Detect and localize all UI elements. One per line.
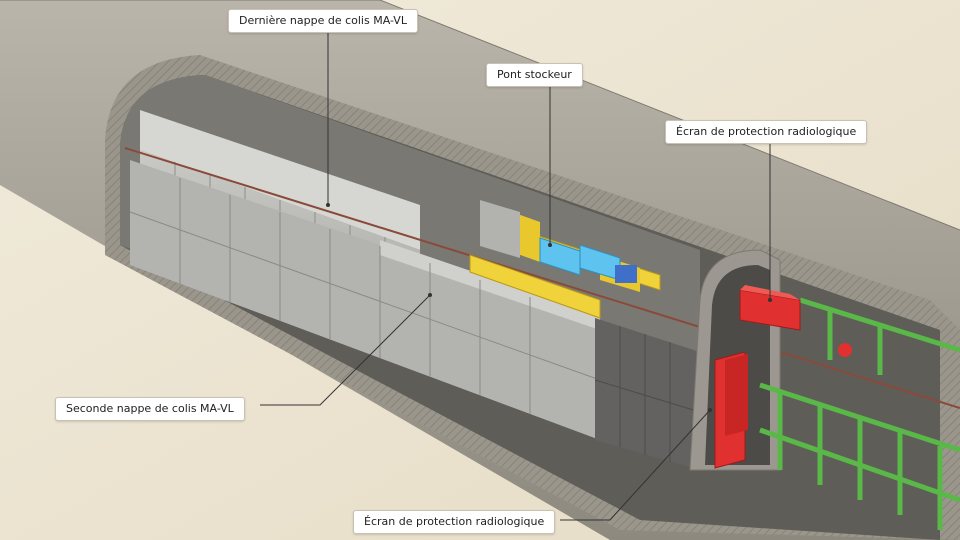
green-frame	[759, 297, 960, 530]
label-radiation-shield-top: Écran de protection radiologique	[665, 120, 868, 144]
label-radiation-shield-bottom: Écran de protection radiologique	[353, 510, 556, 534]
concrete-block	[480, 200, 520, 258]
second-package-layer	[129, 160, 601, 440]
dark-package-rows	[594, 318, 701, 470]
wall-rail	[124, 147, 960, 409]
rock-tube-top-edge	[0, 0, 960, 231]
valve	[838, 343, 852, 357]
leader-lines	[260, 32, 771, 521]
stacker-crane	[469, 212, 661, 319]
label-last-package-layer: Dernière nappe de colis MA-VL	[228, 9, 418, 33]
label-stacker-crane: Pont stockeur	[486, 63, 583, 87]
radiation-shield-bottom	[714, 351, 748, 469]
label-second-package-layer: Seconde nappe de colis MA-VL	[55, 397, 245, 421]
